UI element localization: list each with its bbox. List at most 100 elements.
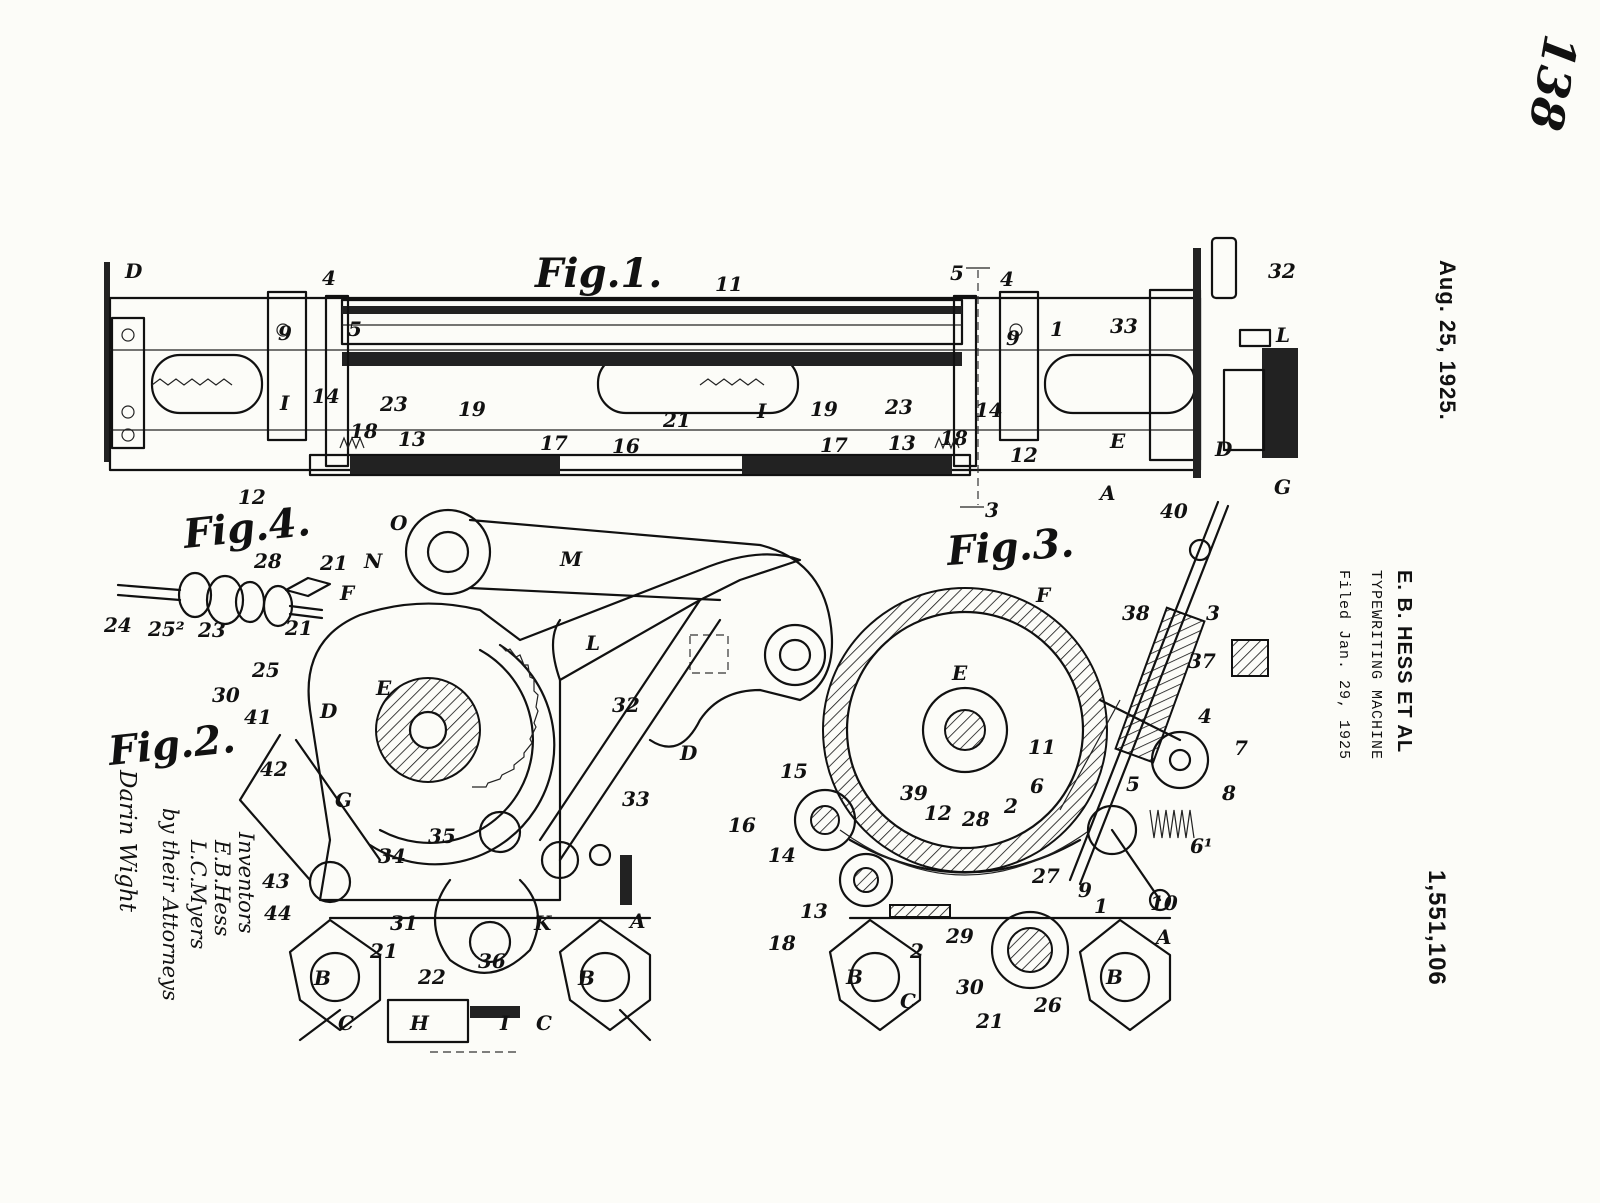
attorneys-line: by their Attorneys [158,808,182,1001]
ref-label: 4 [322,266,336,290]
ref-label: 5 [1126,772,1140,796]
ref-label: 21 [319,551,348,575]
ref-label: 33 [622,787,650,811]
ref-label: 16 [612,434,640,458]
ref-label: 9 [1078,878,1092,902]
fig3-drawing [793,500,1269,1032]
ref-label: 3 [1206,601,1220,625]
ref-label: 11 [1028,735,1056,759]
ref-label: 36 [478,949,506,973]
ref-label: 40 [1160,499,1188,523]
patent-number: 1,551,106 [1423,870,1450,986]
fig2-labels: O N M F E D L 32 D G 33 41 42 35 34 43 4… [244,511,698,1035]
ref-label: E [1109,429,1126,453]
ref-label: M [559,547,583,571]
ref-label: 11 [715,272,743,296]
ref-label: G [335,788,352,812]
ref-label: C [338,1011,354,1035]
ref-label: L [1275,323,1290,347]
ref-label: 28 [961,807,990,831]
ref-label: G [1274,475,1291,499]
ref-label: 3 [985,498,999,522]
ref-label: I [279,391,290,415]
ref-label: 14 [312,384,340,408]
ref-label: A [628,909,646,933]
fig1-title: Fig.1. [534,250,662,297]
ref-label: 18 [768,931,796,955]
ref-label: 39 [900,781,928,805]
ref-label: 16 [728,813,756,837]
ref-label: 33 [1110,314,1138,338]
ref-label: 2 [909,939,924,963]
ref-label: 23 [379,392,408,416]
ref-label: 12 [1010,443,1038,467]
ref-label: 28 [253,549,282,573]
ref-label: L [585,631,600,655]
inventor-name-1: E.B.Hess [210,840,234,937]
fig3-title: Fig.3. [944,519,1075,575]
patent-date: Aug. 25, 1925. [1435,260,1460,421]
ref-label: O [390,511,408,535]
fig1-drawing [104,236,1298,508]
ref-label: 21 [662,408,691,432]
fig2-title: Fig.2. [105,715,237,775]
ref-label: 2 [1003,794,1018,818]
ref-label: 21 [369,939,398,963]
ref-label: 30 [212,683,240,707]
ref-label: F [339,581,356,605]
ref-label: 29 [945,924,974,948]
ref-label: 13 [888,431,916,455]
patent-title: TYPEWRITING MACHINE [1367,570,1384,761]
fig4-drawing [116,571,332,628]
ref-label: D [124,259,143,283]
ref-label: E [375,676,392,700]
attorney-signature: Darin Wight [114,770,140,912]
ref-label: 26 [1033,993,1062,1017]
ref-label: 7 [1234,736,1248,760]
ref-label: E [951,661,968,685]
ref-label: 23 [197,618,226,642]
ref-label: 21 [284,616,313,640]
inventors-heading: Inventors [234,832,258,934]
ref-label: C [536,1011,552,1035]
ref-label: 18 [350,419,378,443]
ref-label: 19 [458,397,486,421]
ref-label: I [499,1011,510,1035]
ref-label: 14 [975,398,1003,422]
ref-label: D [319,699,338,723]
ref-label: B [845,965,863,989]
fig1-labels: D 4 5 9 14 23 19 I 18 13 12 11 I 21 19 1… [124,259,1296,522]
ref-label: B [577,966,595,990]
ref-label: 18 [940,426,968,450]
ref-label: 27 [1031,864,1060,888]
ref-label: 1 [1050,317,1064,341]
ref-label: 17 [820,433,848,457]
ref-label: 13 [398,427,426,451]
ref-label: K [533,911,553,935]
ref-label: B [313,966,331,990]
ref-label: 23 [884,395,913,419]
ref-label: 4 [1198,704,1212,728]
ref-label: 5 [348,317,362,341]
ref-label: 32 [1268,259,1296,283]
ref-label: 30 [956,975,984,999]
ref-label: 21 [975,1009,1004,1033]
filed-date: Filed Jan. 29, 1925 [1335,570,1352,761]
ref-label: 32 [612,693,640,717]
ref-label: 25 [251,658,280,682]
ref-label: 42 [260,757,288,781]
ref-label: 9 [278,321,292,345]
ref-label: 5 [950,261,964,285]
fig3-labels: 40 F E 38 3 37 4 7 11 15 39 2 6 8 5 16 1… [728,499,1248,1033]
ref-label: N [363,549,383,573]
ref-label: 8 [1221,781,1236,805]
inventor-name-2: L.C.Myers [186,840,210,950]
ref-label: B [1105,965,1123,989]
ref-label: 12 [238,485,266,509]
ref-label: 10 [1150,891,1178,915]
ref-label: H [409,1011,430,1035]
ref-label: 13 [800,899,828,923]
ref-label: 9 [1006,326,1020,350]
